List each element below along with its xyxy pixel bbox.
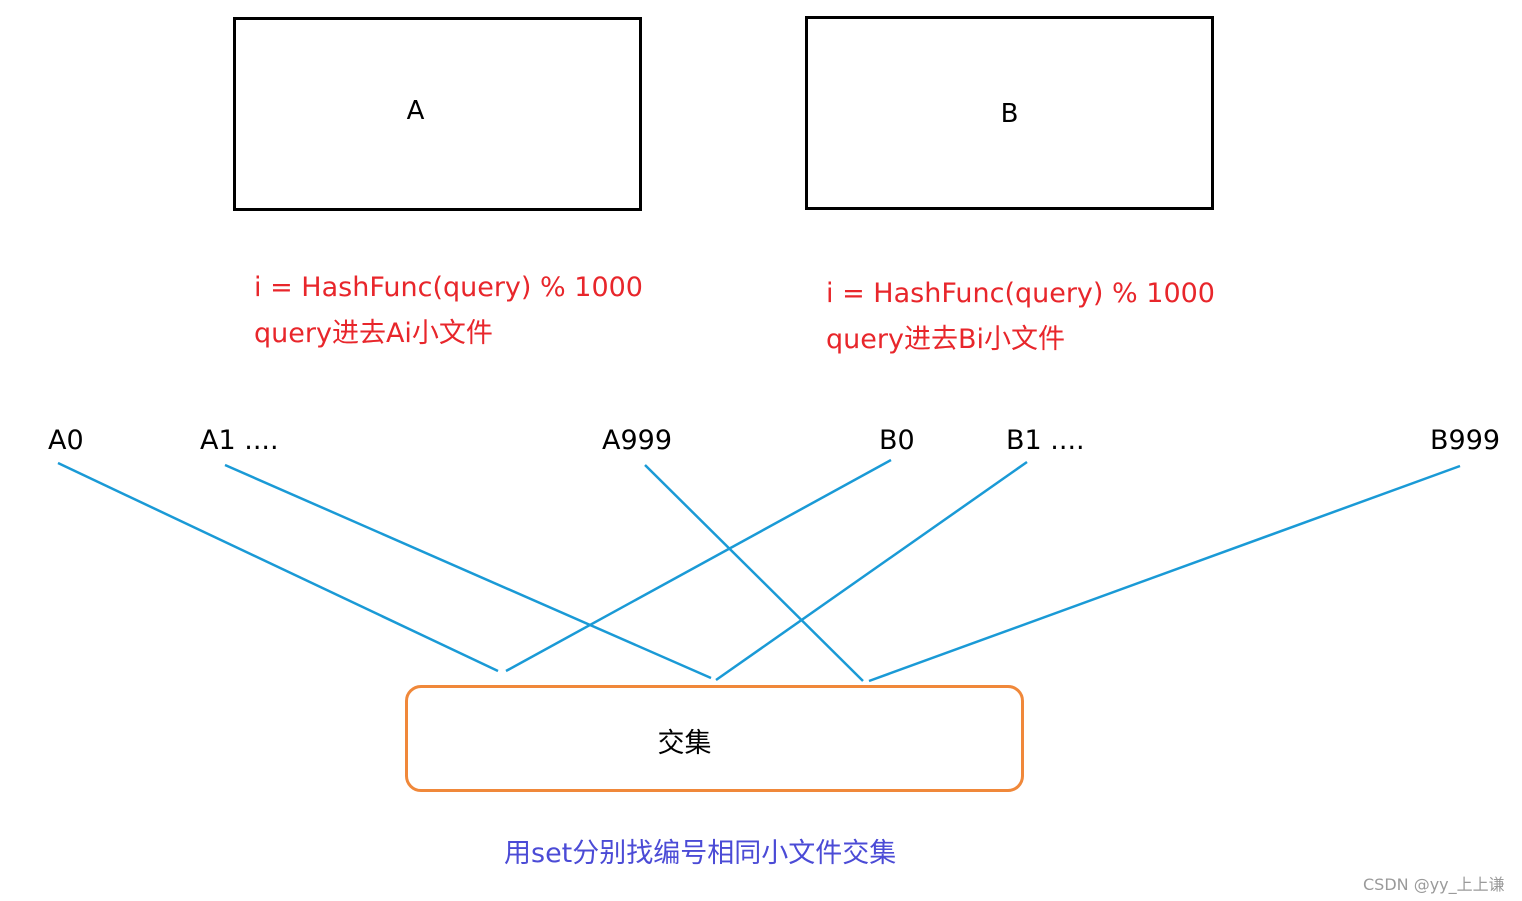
connector-a999 (644, 464, 864, 682)
file-b-label: B (1000, 99, 1019, 129)
intersection-caption: 用set分别找编号相同小文件交集 (504, 838, 897, 869)
small-file-b0-label: B0 (879, 425, 915, 456)
hash-note-a: i = HashFunc(query) % 1000 query进去Ai小文件 (254, 265, 643, 357)
small-file-a999-label: A999 (602, 425, 673, 456)
hash-note-b-formula: i = HashFunc(query) % 1000 (826, 278, 1215, 309)
small-file-b1-label: B1 .... (1006, 425, 1085, 456)
intersection-label: 交集 (657, 728, 712, 759)
file-b-box: B (805, 16, 1214, 210)
small-file-a1-label: A1 .... (200, 425, 279, 456)
hash-note-b: i = HashFunc(query) % 1000 query进去Bi小文件 (826, 271, 1215, 363)
small-file-a0-label: A0 (48, 425, 84, 456)
hash-note-a-formula: i = HashFunc(query) % 1000 (254, 272, 643, 303)
intersection-box: 交集 (405, 685, 1024, 792)
connector-b1 (715, 460, 1028, 682)
file-a-box: A (233, 17, 642, 211)
hash-note-b-description: query进去Bi小文件 (826, 324, 1065, 355)
connector-b999 (868, 464, 1461, 683)
watermark: CSDN @yy_上上谦 (1363, 875, 1505, 894)
small-file-b999-label: B999 (1430, 425, 1501, 456)
file-a-label: A (406, 96, 425, 126)
connector-a0 (57, 461, 499, 673)
connector-b0 (505, 458, 892, 673)
hash-note-a-description: query进去Ai小文件 (254, 318, 493, 349)
connector-a1 (224, 463, 712, 680)
